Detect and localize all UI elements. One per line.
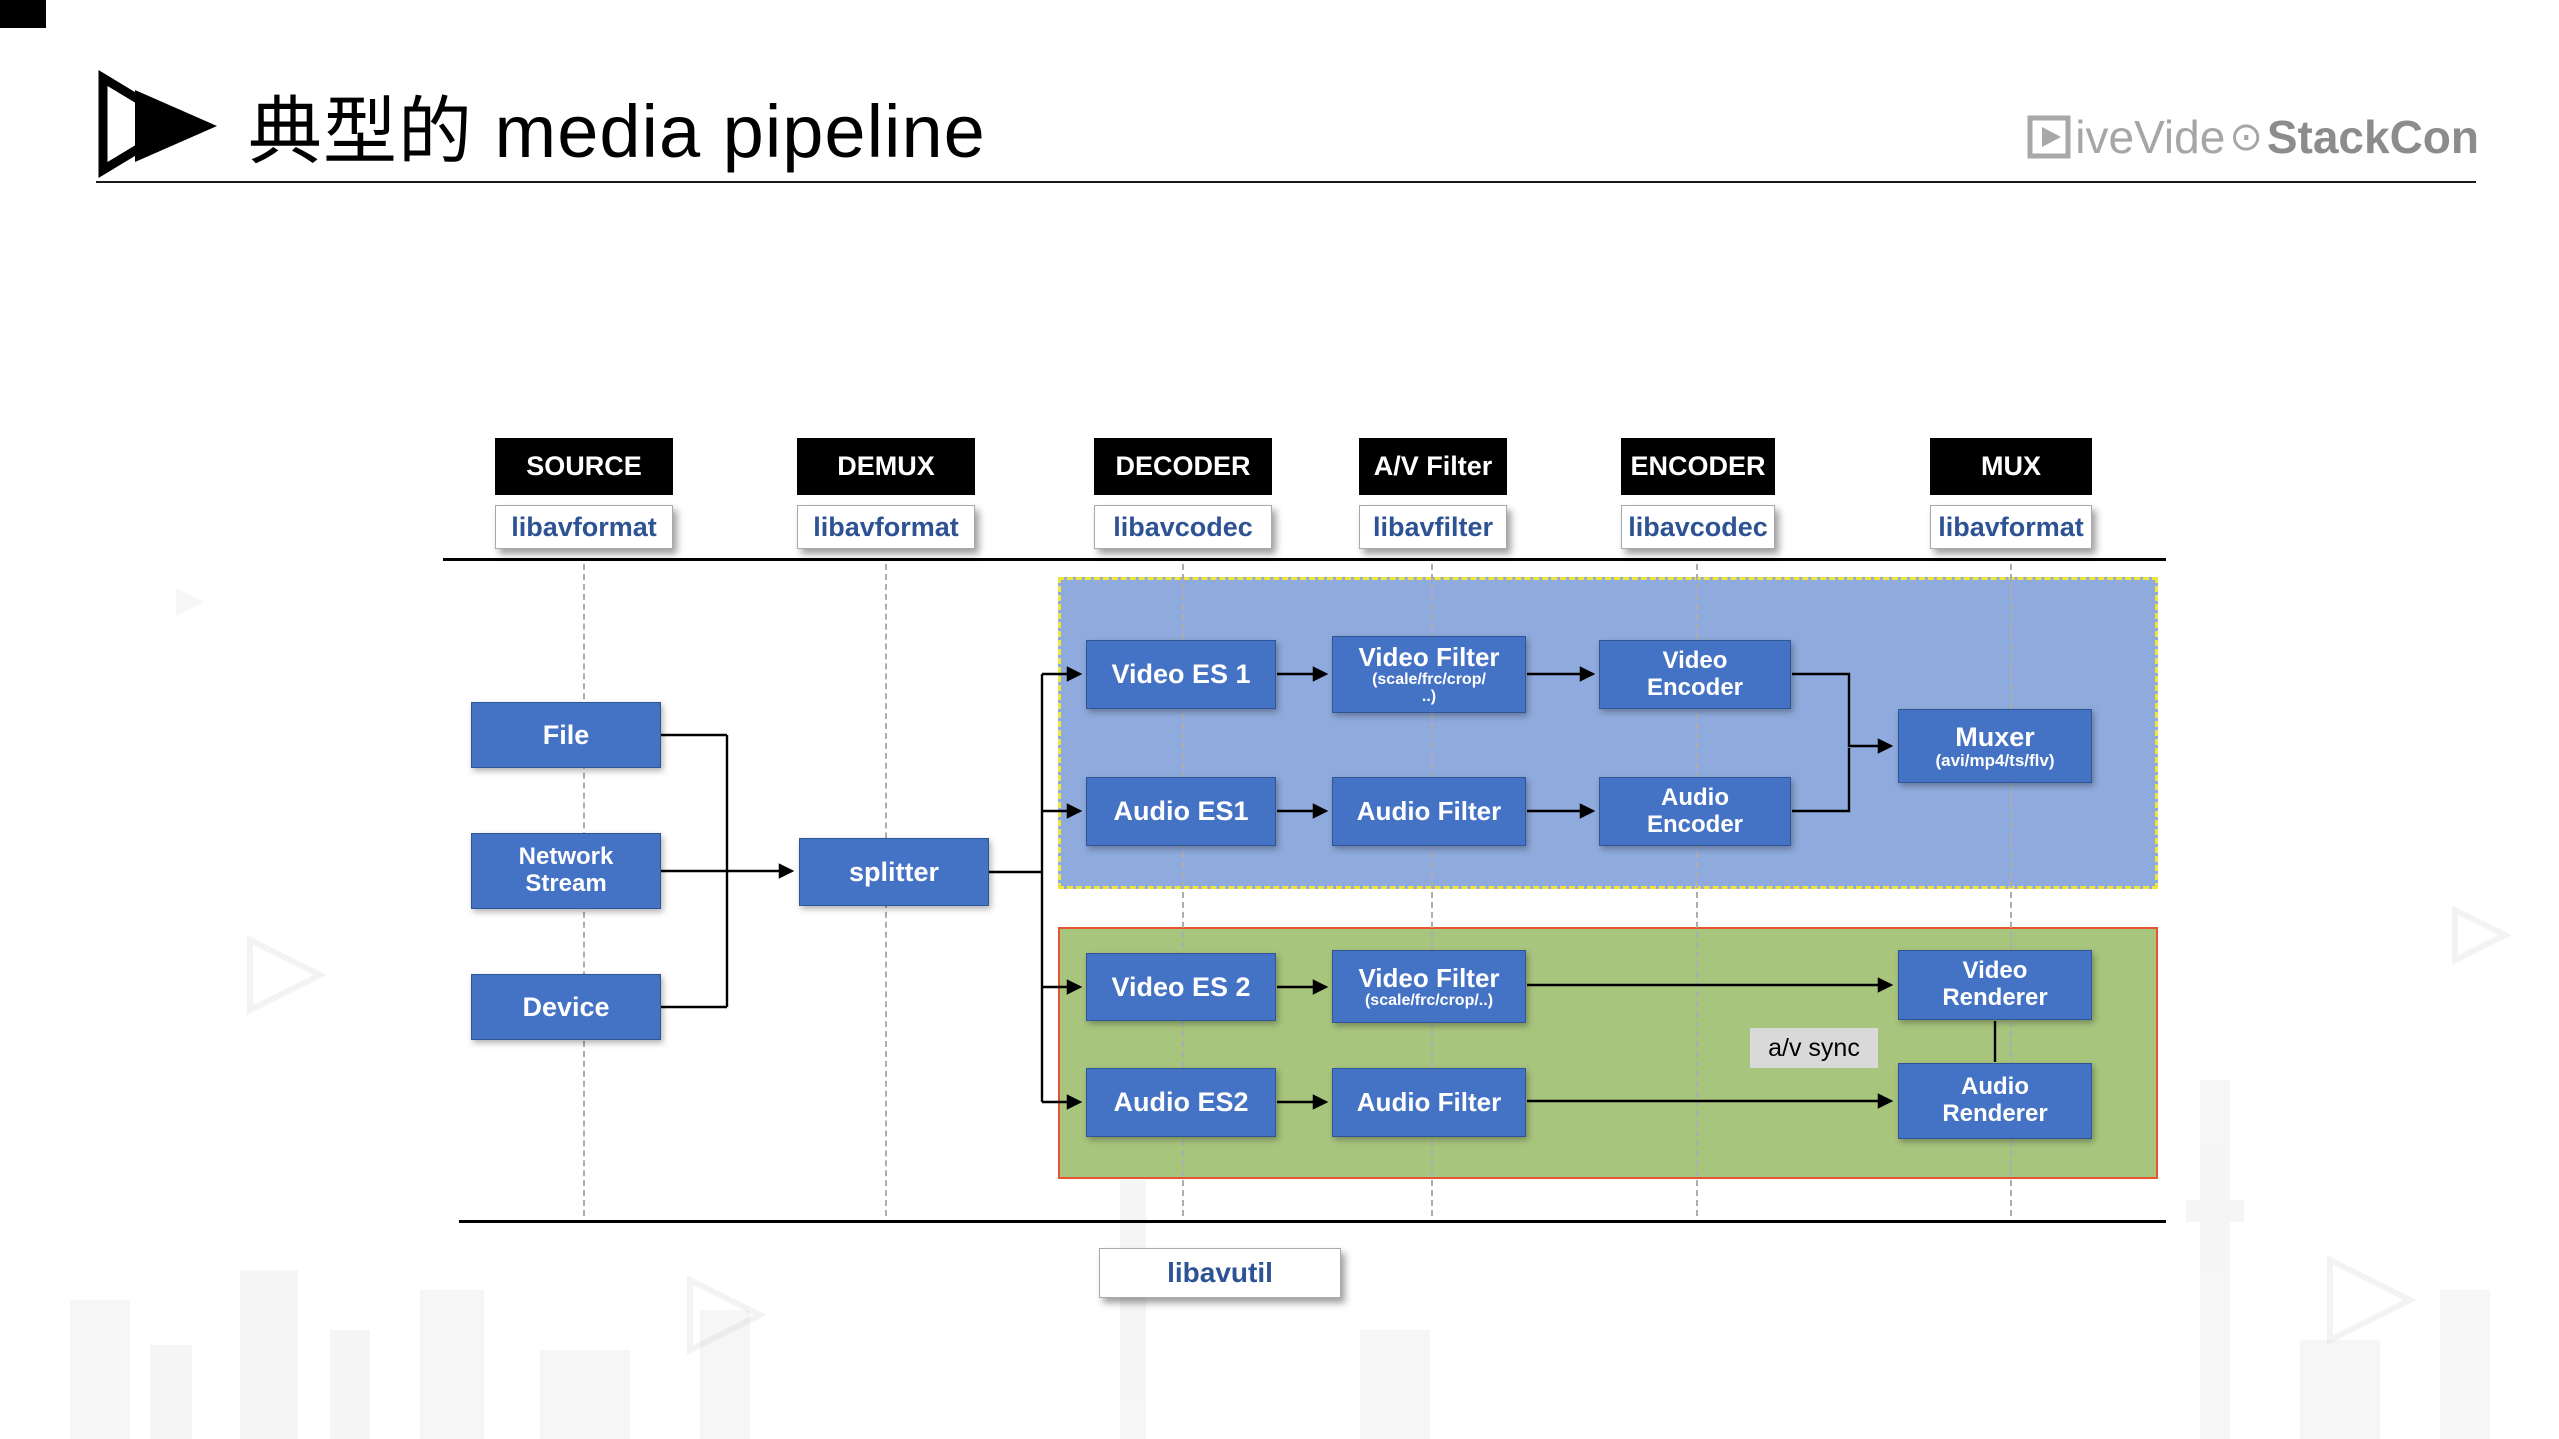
video-filter-encode-sub2: ..) bbox=[1421, 688, 1437, 706]
audio-es2-label: Audio ES2 bbox=[1113, 1087, 1249, 1118]
column-av-filter: A/V Filter libavfilter bbox=[1359, 438, 1507, 549]
video-filter-encode-sub1: (scale/frc/crop/ bbox=[1372, 671, 1486, 689]
column-header-encoder: ENCODER bbox=[1621, 438, 1775, 495]
audio-encoder-node: Audio Encoder bbox=[1599, 777, 1791, 846]
splitter-label: splitter bbox=[848, 856, 940, 887]
video-es2-label: Video ES 2 bbox=[1111, 971, 1251, 1002]
audio-filter-render-node: Audio Filter bbox=[1332, 1068, 1526, 1137]
library-label-mux: libavformat bbox=[1930, 505, 2092, 549]
audio-encoder-label: Audio Encoder bbox=[1646, 783, 1744, 838]
page-title: 典型的 media pipeline bbox=[248, 90, 986, 173]
splitter-node: splitter bbox=[799, 838, 989, 906]
file-node: File bbox=[471, 702, 661, 768]
column-decoder: DECODER libavcodec bbox=[1094, 438, 1272, 549]
column-header-source: SOURCE bbox=[495, 438, 673, 495]
video-filter-render-sub: (scale/frc/crop/..) bbox=[1364, 991, 1494, 1009]
audio-es2-node: Audio ES2 bbox=[1086, 1068, 1276, 1137]
brand-text-live-video: iveVide bbox=[2075, 111, 2226, 163]
audio-renderer-label: Audio Renderer bbox=[1942, 1073, 2048, 1127]
muxer-node: Muxer (avi/mp4/ts/flv) bbox=[1898, 709, 2092, 783]
bottom-rule bbox=[459, 1220, 2166, 1223]
column-mux: MUX libavformat bbox=[1930, 438, 2092, 549]
top-rule bbox=[443, 558, 2166, 561]
library-label-decoder: libavcodec bbox=[1094, 505, 1272, 549]
library-label-av-filter: libavfilter bbox=[1359, 505, 1507, 549]
audio-filter-encode-label: Audio Filter bbox=[1356, 795, 1502, 826]
corner-mark bbox=[0, 0, 46, 28]
video-es1-label: Video ES 1 bbox=[1111, 659, 1251, 690]
column-demux: DEMUX libavformat bbox=[797, 438, 975, 549]
muxer-label: Muxer bbox=[1955, 721, 2035, 752]
play-logo-icon bbox=[98, 70, 217, 178]
file-label: File bbox=[542, 719, 590, 750]
video-filter-encode-label: Video Filter bbox=[1358, 642, 1500, 673]
column-source: SOURCE libavformat bbox=[495, 438, 673, 549]
column-header-av-filter: A/V Filter bbox=[1359, 438, 1507, 495]
guide-line-av-filter bbox=[1431, 564, 1433, 1216]
header-rule bbox=[96, 181, 2476, 183]
video-filter-render-node: Video Filter (scale/frc/crop/..) bbox=[1332, 950, 1526, 1023]
brand-dot-icon: ⊙ bbox=[2229, 115, 2263, 159]
muxer-sub-label: (avi/mp4/ts/flv) bbox=[1935, 751, 2055, 771]
library-label-encoder: libavcodec bbox=[1621, 505, 1775, 549]
video-es1-node: Video ES 1 bbox=[1086, 640, 1276, 709]
audio-es1-label: Audio ES1 bbox=[1113, 796, 1249, 827]
video-es2-node: Video ES 2 bbox=[1086, 953, 1276, 1021]
network-stream-label: Network Stream bbox=[518, 843, 614, 897]
video-encoder-node: Video Encoder bbox=[1599, 640, 1791, 709]
guide-line-mux bbox=[2010, 564, 2012, 1216]
device-node: Device bbox=[471, 974, 661, 1040]
libavutil-box: libavutil bbox=[1099, 1248, 1341, 1298]
guide-line-encoder bbox=[1696, 564, 1698, 1216]
guide-line-decoder bbox=[1182, 564, 1184, 1216]
brand-text-stackcon: StackCon bbox=[2266, 111, 2479, 163]
audio-es1-node: Audio ES1 bbox=[1086, 777, 1276, 846]
column-header-demux: DEMUX bbox=[797, 438, 975, 495]
video-renderer-node: Video Renderer bbox=[1898, 950, 2092, 1020]
network-stream-node: Network Stream bbox=[471, 833, 661, 909]
brand-play-icon bbox=[2027, 115, 2071, 159]
audio-filter-render-label: Audio Filter bbox=[1356, 1086, 1502, 1117]
video-filter-encode-node: Video Filter (scale/frc/crop/ ..) bbox=[1332, 636, 1526, 713]
audio-filter-encode-node: Audio Filter bbox=[1332, 777, 1526, 846]
library-label-demux: libavformat bbox=[797, 505, 975, 549]
column-encoder: ENCODER libavcodec bbox=[1621, 438, 1775, 549]
column-header-decoder: DECODER bbox=[1094, 438, 1272, 495]
video-filter-render-label: Video Filter bbox=[1358, 962, 1500, 993]
video-renderer-label: Video Renderer bbox=[1942, 957, 2048, 1011]
video-encoder-label: Video Encoder bbox=[1646, 646, 1744, 701]
device-label: Device bbox=[522, 991, 610, 1022]
audio-renderer-node: Audio Renderer bbox=[1898, 1063, 2092, 1139]
column-header-mux: MUX bbox=[1930, 438, 2092, 495]
av-sync-label: a/v sync bbox=[1750, 1028, 1878, 1068]
library-label-source: libavformat bbox=[495, 505, 673, 549]
brand-logo: iveVide⊙StackCon bbox=[2027, 110, 2479, 164]
